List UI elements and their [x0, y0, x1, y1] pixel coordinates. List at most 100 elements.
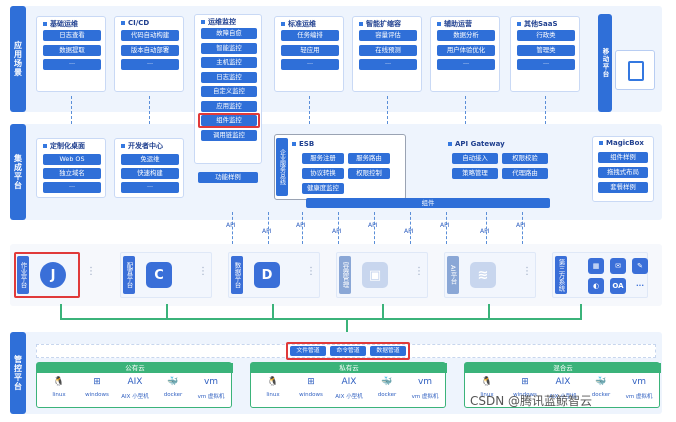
app-card-item: 数据分析	[437, 30, 495, 41]
app-card-5: 辅助运营数据分析用户体验优化 ···	[430, 16, 500, 92]
api-label: API	[368, 222, 378, 229]
api-label: API	[480, 228, 490, 235]
magicbox-item-package: 套餐样例	[598, 182, 648, 193]
component-bar: 组件	[306, 198, 550, 208]
devcenter-card: 开发者中心 免运维 快速构建 ···	[114, 138, 184, 198]
magicbox-title: MagicBox	[606, 139, 644, 147]
platform-module-label: AI平台	[447, 256, 459, 294]
app-card-item: ···	[359, 59, 417, 70]
os-icon: ⊞	[521, 377, 529, 387]
api-arrow	[268, 212, 269, 244]
os-label: docker	[163, 392, 183, 398]
api-label: API	[296, 222, 306, 229]
os-icon: 🐳	[167, 377, 179, 387]
devcenter-title: 开发者中心	[128, 142, 163, 150]
app-card-title: 智能扩缩容	[366, 20, 401, 28]
os-label: windows	[513, 392, 537, 398]
os-label: AIX 小型机	[549, 394, 577, 400]
pipe-file: 文件管道	[290, 346, 326, 356]
app-card-0: 基础运维日志查看数据提取···	[36, 16, 106, 92]
os-icon: ⊞	[93, 377, 101, 387]
app-card-item: 主机监控	[201, 57, 257, 68]
api-arrow	[446, 212, 447, 244]
api-label: API	[440, 222, 450, 229]
api-arrow	[374, 212, 375, 244]
app-card-title: 运维监控	[208, 18, 236, 26]
app-card-item: 自定义监控	[201, 86, 257, 97]
mobile-platform-label: 移动平台	[598, 14, 612, 112]
desktop-item-domain: 独立域名	[43, 168, 101, 179]
os-label: vm 虚拟机	[197, 394, 225, 400]
app-card-item: 数据提取	[43, 44, 101, 56]
app-card-item: 智能监控	[201, 42, 257, 54]
app-arrow	[149, 96, 150, 134]
platform-module-icon: ≋	[470, 262, 496, 288]
os-icon: AIX	[555, 377, 571, 387]
app-card-3: 标准运维任务编排轻应用···	[274, 16, 344, 92]
component-monitor-highlight	[198, 113, 260, 128]
os-icon: AIX	[127, 377, 143, 387]
esb-title: ESB	[299, 140, 315, 148]
app-arrow	[545, 96, 546, 134]
platform-module-label: 第三方系统	[555, 256, 567, 294]
platform-module-icon: ▣	[362, 262, 388, 288]
app-card-item: ···	[437, 59, 495, 70]
pipe-data: 数据管道	[370, 346, 406, 356]
api-label: API	[262, 228, 272, 235]
os-icon: 🐧	[53, 377, 65, 387]
green-drop	[488, 304, 490, 318]
cloud-title: 私有云	[251, 363, 447, 373]
app-card-item: 代码自动构建	[121, 30, 179, 41]
devcenter-item-more: ···	[121, 182, 179, 193]
os-icon: vm	[417, 377, 433, 387]
os-label: vm 虚拟机	[625, 394, 653, 400]
app-card-title: 标准运维	[288, 20, 316, 28]
app-card-item: 容量评估	[359, 30, 417, 41]
platform-module-icon: J	[40, 262, 66, 288]
app-arrow	[309, 96, 310, 134]
os-label: AIX 小型机	[335, 394, 363, 400]
os-label: linux	[52, 392, 66, 398]
devcenter-item-build: 快速构建	[121, 168, 179, 179]
app-card-item: ···	[43, 59, 101, 70]
api-arrow	[486, 212, 487, 244]
app-card-4: 智能扩缩容容量评估在线预测 ···	[352, 16, 422, 92]
app-card-item: ···	[517, 59, 575, 70]
platform-module-more: ⋮	[198, 266, 208, 277]
pipe-highlight	[286, 342, 410, 360]
app-card-item: ···	[121, 59, 179, 70]
third-party-app-icon: ▦	[588, 258, 604, 274]
green-drop	[60, 304, 62, 318]
third-party-app-icon: ···	[636, 282, 644, 290]
gateway-item-auth: 权限校验	[502, 153, 548, 164]
os-icon: ⊞	[307, 377, 315, 387]
os-label: docker	[591, 392, 611, 398]
app-card-title: 辅助运营	[444, 20, 472, 28]
platform-module-more: ⋮	[86, 266, 96, 277]
app-card-item: 在线预测	[359, 44, 417, 56]
os-label: linux	[480, 392, 494, 398]
api-label: API	[332, 228, 342, 235]
os-label: AIX 小型机	[121, 394, 149, 400]
platform-module-icon: D	[254, 262, 280, 288]
esb-item-register: 服务注册	[302, 153, 344, 164]
api-label: API	[226, 222, 236, 229]
gateway-title: API Gateway	[455, 140, 505, 148]
func-sample-chip: 功能样例	[198, 172, 258, 183]
cloud-title: 混合云	[465, 363, 661, 373]
third-party-app-icon: ✎	[632, 258, 648, 274]
enterprise-bus-label: 企业服务总线	[276, 138, 288, 196]
app-card-item: 用户体验优化	[437, 44, 495, 56]
api-arrow	[410, 212, 411, 244]
app-card-item: 故障自愈	[201, 28, 257, 39]
os-icon: vm	[631, 377, 647, 387]
app-card-item: 日志监控	[201, 71, 257, 83]
platform-module-label: 作业平台	[17, 256, 29, 294]
app-arrow	[465, 96, 466, 134]
os-label: docker	[377, 392, 397, 398]
platform-module-label: 数据平台	[231, 256, 243, 294]
